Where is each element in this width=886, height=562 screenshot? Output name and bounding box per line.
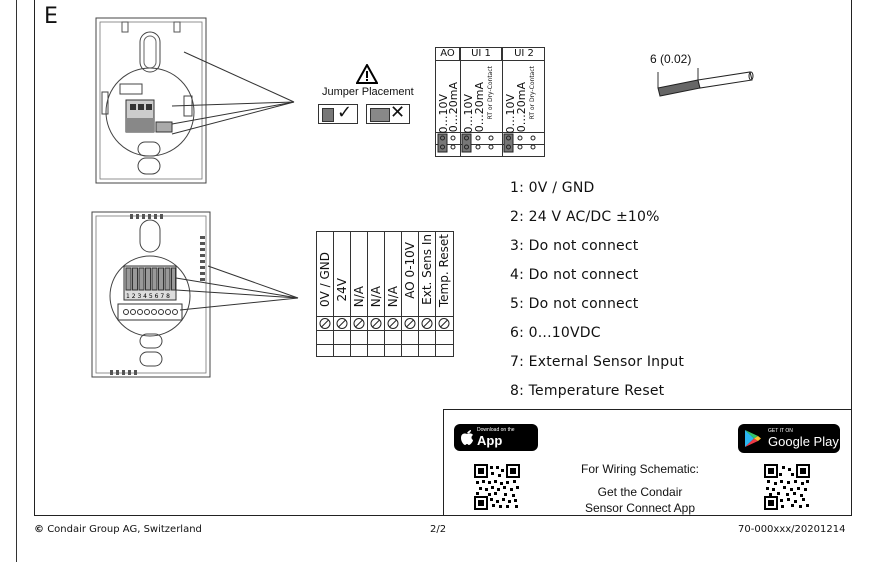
- google-play-badge[interactable]: GET IT ON Google Play: [738, 424, 840, 453]
- jumper-block: [370, 108, 390, 122]
- jumper-header-ao: AO: [436, 48, 460, 60]
- ao-0-20ma: 0…20mA: [447, 82, 460, 133]
- terminal-label-2: 24V: [335, 278, 349, 302]
- terminal-list-item-7: 7: External Sensor Input: [510, 354, 685, 370]
- jumper-header-ui1: UI 1: [460, 48, 502, 60]
- google-play-icon: [745, 430, 761, 447]
- terminal-screws: [319, 318, 450, 329]
- terminal-list-item-8: 8: Temperature Reset: [510, 383, 665, 399]
- footer-page-number: 2/2: [430, 524, 447, 535]
- warning-icon: [356, 64, 378, 84]
- terminal-table: 0V / GND 24V N/A N/A N/A AO 0-10V Ext. S…: [316, 231, 454, 357]
- terminal-list-item-2: 2: 24 V AC/DC ±10%: [510, 209, 660, 225]
- app-instructions: For Wiring Schematic: Get the Condair Se…: [544, 462, 736, 515]
- terminal-label-4: N/A: [369, 286, 383, 308]
- google-play-text: Google Play: [768, 434, 839, 449]
- terminal-list-item-3: 3: Do not connect: [510, 238, 639, 254]
- terminal-label-5: N/A: [386, 286, 400, 308]
- ui2-0-20ma: 0…20mA: [515, 82, 528, 133]
- check-icon: ✓: [337, 102, 353, 123]
- jumper-placement-label: Jumper Placement: [322, 86, 414, 98]
- jumper-header-ui2: UI 2: [502, 48, 545, 60]
- app-store-small-text: Download on the: [477, 427, 515, 433]
- terminal-list-item-6: 6: 0...10VDC: [510, 325, 601, 341]
- section-letter: E: [44, 4, 58, 29]
- ui1-rt-dry: RT or Dry-Contact: [487, 66, 494, 120]
- terminal-label-8: Temp. Reset: [437, 234, 451, 308]
- app-store-badge[interactable]: Download on the App Store: [454, 424, 538, 463]
- jumper-table: AO UI 1 UI 2 0…10V 0…20mA 0…10V 0…20mA R…: [435, 47, 545, 157]
- page-left-edge: [16, 0, 17, 562]
- copyright-icon: ©: [34, 524, 44, 535]
- terminal-label-1: 0V / GND: [318, 252, 332, 308]
- terminal-label-6: AO 0-10V: [403, 242, 417, 299]
- app-download-box: Download on the App Store GET IT ON Goog…: [443, 409, 852, 516]
- footer-copyright: © Condair Group AG, Switzerland: [34, 524, 202, 535]
- terminal-label-7: Ext. Sens In: [420, 234, 434, 305]
- app-store-qr-code: [474, 464, 520, 510]
- app-store-text: App Store: [477, 433, 511, 463]
- footer-doc-number: 70-000xxx/20201214: [738, 524, 846, 535]
- jumper-correct-box: ✓: [318, 102, 358, 124]
- wire-drawing: [657, 68, 754, 97]
- wire-strip-label: 6 (0.02): [650, 52, 692, 66]
- ui1-0-20ma: 0…20mA: [473, 82, 486, 133]
- device-back-drawing: [95, 17, 295, 184]
- terminal-list-item-1: 1: 0V / GND: [510, 180, 595, 196]
- terminal-list-item-4: 4: Do not connect: [510, 267, 639, 283]
- jumper-block: [322, 108, 334, 122]
- cross-icon: ✕: [390, 102, 406, 123]
- device-terminal-drawing: 1 2 3 4 5 6 7 8: [91, 211, 299, 378]
- board-terminal-numbers: 1 2 3 4 5 6 7 8: [126, 293, 170, 300]
- app-instruction-line-2: Get the Condair: [597, 485, 683, 499]
- app-instruction-line-3: Sensor Connect App: [584, 501, 696, 515]
- terminal-list-item-5: 5: Do not connect: [510, 296, 639, 312]
- footer-copyright-text: Condair Group AG, Switzerland: [47, 524, 202, 535]
- app-instruction-line-1: For Wiring Schematic:: [580, 462, 700, 476]
- jumper-wrong-box: ✕: [366, 102, 410, 124]
- google-play-qr-code: [764, 464, 810, 510]
- apple-icon: [461, 430, 473, 445]
- ui2-rt-dry: RT or Dry-Contact: [529, 66, 536, 120]
- terminal-label-3: N/A: [352, 286, 366, 308]
- google-play-small-text: GET IT ON: [768, 428, 793, 434]
- jumper-pins: [437, 133, 536, 153]
